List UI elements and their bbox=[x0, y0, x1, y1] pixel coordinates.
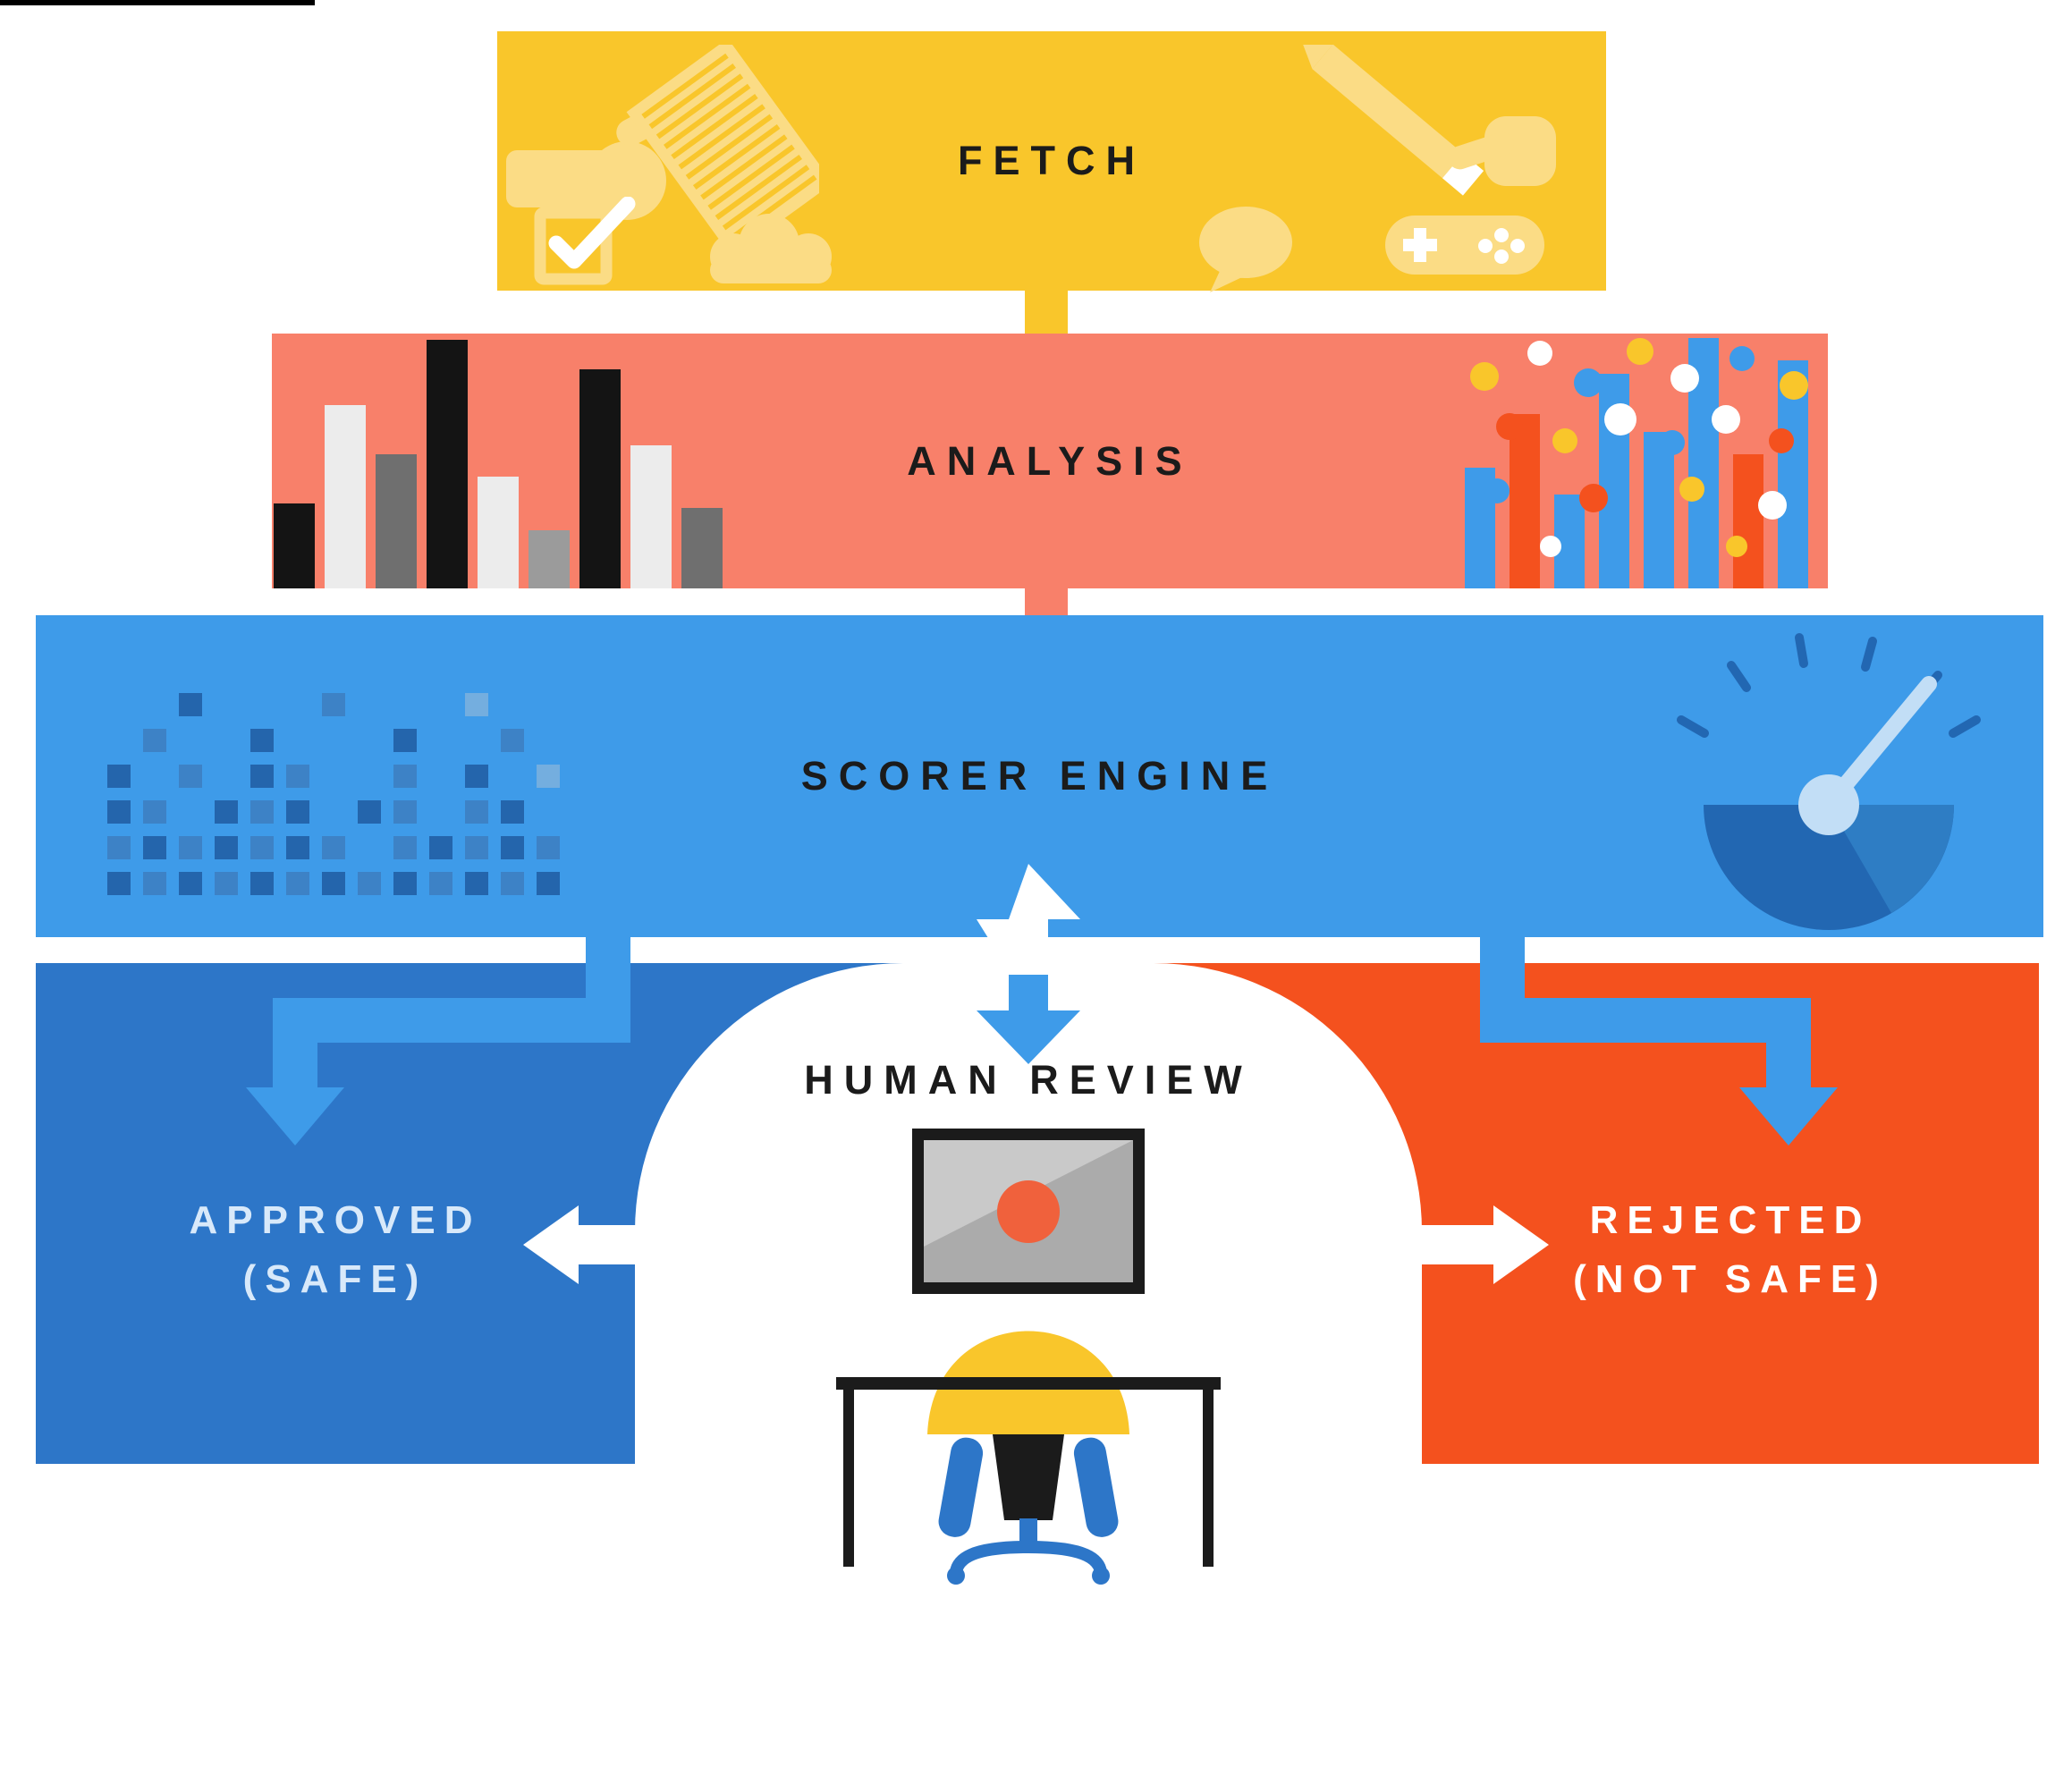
review-to-approved-arrow bbox=[523, 1205, 657, 1284]
human-review-label: HUMAN REVIEW bbox=[804, 1057, 1253, 1103]
speech-bubble-icon bbox=[1199, 207, 1292, 292]
bar-chart-icon bbox=[274, 340, 723, 588]
rejected-label-line2: (NOT SAFE) bbox=[1573, 1257, 1888, 1301]
approved-label-line2: (SAFE) bbox=[242, 1257, 428, 1301]
scorer-to-rejected-arrow bbox=[1480, 937, 1838, 1146]
fetch-label: FETCH bbox=[958, 138, 1146, 183]
scorer-engine-label: SCORER ENGINE bbox=[800, 753, 1279, 799]
rejected-label: REJECTED (NOT SAFE) bbox=[1573, 1191, 1888, 1309]
approved-label: APPROVED (SAFE) bbox=[190, 1191, 482, 1309]
hand-pencil-icon bbox=[1300, 45, 1556, 196]
scorer-to-approved-arrow bbox=[246, 937, 630, 1146]
game-controller-icon bbox=[1385, 216, 1544, 275]
rejected-label-line1: REJECTED bbox=[1589, 1198, 1872, 1242]
fetch-band: FETCH bbox=[497, 31, 1606, 292]
pixel-grid-icon bbox=[107, 693, 560, 895]
scorer-to-review-down-arrow bbox=[977, 975, 1080, 1064]
reviewer-at-desk-illustration bbox=[836, 1129, 1221, 1585]
checkbox-icon bbox=[534, 197, 636, 285]
cloud-icon bbox=[710, 214, 832, 283]
top-left-border bbox=[0, 0, 315, 5]
analysis-label: ANALYSIS bbox=[907, 437, 1193, 484]
bubble-chart-icon bbox=[1465, 338, 1808, 588]
review-to-scorer-up-arrow bbox=[977, 864, 1080, 971]
gauge-icon bbox=[1677, 633, 1981, 930]
review-to-rejected-arrow bbox=[1415, 1205, 1549, 1284]
approved-label-line1: APPROVED bbox=[189, 1198, 482, 1242]
